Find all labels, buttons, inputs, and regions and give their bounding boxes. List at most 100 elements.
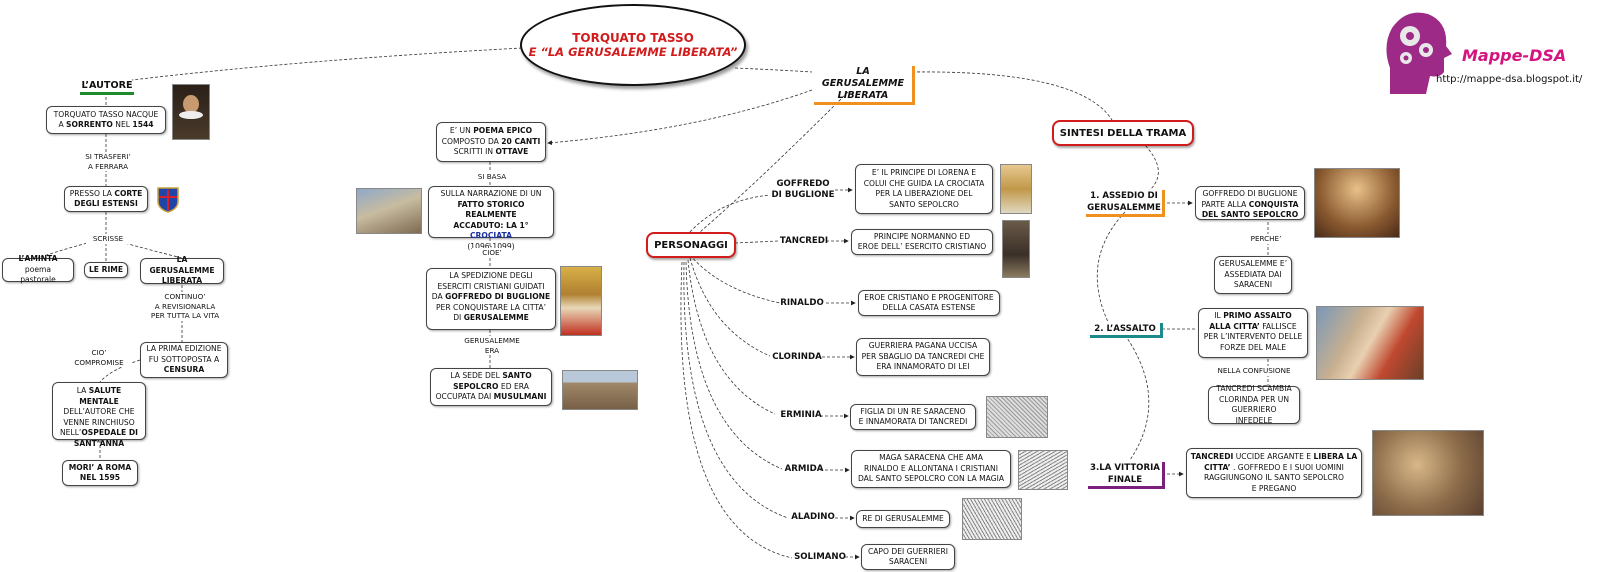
epic-bold-1: POEMA EPICO — [473, 126, 533, 135]
gerus-box: LA GERUSALEMME LIBERATA — [140, 255, 224, 286]
gl-heading: LA GERUSALEMME LIBERATA — [814, 66, 915, 105]
char-tancredi: TANCREDI — [779, 236, 829, 246]
char-rinaldo: RINALDO — [780, 298, 824, 308]
brand-url[interactable]: http://mappe-dsa.blogspot.it/ — [1436, 74, 1583, 85]
goffredo-painting — [560, 266, 602, 336]
birth-city: SORRENTO — [66, 120, 113, 129]
char-solimano: SOLIMANO — [794, 552, 846, 562]
birth-text-3: NEL — [112, 120, 133, 129]
step-1-desc: GOFFREDO DI BUGLIONE PARTE ALLA CONQUIST… — [1195, 186, 1305, 220]
epic-bold-3: OTTAVE — [495, 147, 529, 156]
first-edition-box: LA PRIMA EDIZIONE FU SOTTOPOSTA A CENSUR… — [140, 342, 228, 378]
exp-text-2: PER CONQUISTARE LA CITTA’ DI — [435, 302, 547, 323]
autore-heading: L’AUTORE — [80, 80, 134, 95]
compromised-label: CIO’ COMPROMISE — [66, 348, 132, 367]
story-box: SULLA NARRAZIONE DI UN FATTO STORICO REA… — [428, 186, 554, 251]
wrote-label: SCRISSE — [86, 234, 130, 244]
char-erminia: ERMINIA — [780, 410, 822, 420]
death-text: MORI’ A ROMA NEL 1595 — [68, 462, 132, 483]
birth-text-2: A — [58, 120, 67, 129]
first-edition-text: LA PRIMA EDIZIONE FU SOTTOPOSTA A — [146, 344, 222, 364]
health-bold: SALUTE MENTALE — [79, 386, 122, 406]
court-estensi: DEGLI ESTENSI — [74, 199, 138, 208]
story-crociata: CROCIATA — [469, 231, 513, 240]
aminta-box: L’AMINTA poema pastorale — [2, 254, 74, 284]
seat-text-2: ED ERA OCCUPATA DAI — [435, 381, 529, 402]
birth-box: TORQUATO TASSO NACQUE A SORRENTO NEL 154… — [46, 106, 166, 134]
health-text-1: LA — [76, 386, 89, 395]
court-bold: CORTE — [114, 188, 143, 198]
health-box: LA SALUTE MENTALE DELL’AUTORE CHE VENNE … — [52, 382, 146, 448]
char-rinaldo-desc: EROE CRISTIANO E PROGENITORE DELLA CASAT… — [858, 290, 1000, 316]
exp-text-1: LA SPEDIZIONE DEGLI ESERCITI CRISTIANI G… — [431, 271, 545, 301]
jer-was-label: GERUSALEMME ERA — [456, 336, 528, 355]
death-box: MORI’ A ROMA NEL 1595 — [62, 460, 138, 486]
step-2-desc: IL PRIMO ASSALTO ALLA CITTA’ FALLISCE PE… — [1198, 308, 1308, 358]
gerus-text: LA GERUSALEMME LIBERATA — [149, 255, 215, 286]
epic-bold-2: 20 CANTI — [501, 136, 541, 146]
rime-text: LE RIME — [88, 264, 124, 274]
based-label: SI BASA — [470, 172, 514, 182]
tasso-portrait — [172, 84, 210, 140]
brand-name: Mappe-DSA — [1462, 46, 1567, 65]
step-3-text-1: UCCIDE ARGANTE E — [1233, 452, 1314, 461]
epic-text-2: COMPOSTO DA — [441, 136, 502, 146]
char-aladino: ALADINO — [791, 512, 835, 522]
holy-sepulchre-photo — [562, 370, 638, 410]
epic-box: E’ UN POEMA EPICO COMPOSTO DA 20 CANTI S… — [436, 122, 546, 162]
rime-box: LE RIME — [84, 262, 128, 278]
crusade-battle-image — [356, 188, 422, 234]
brand-logo — [1382, 6, 1452, 96]
court-box: PRESSO LA CORTE DEGLI ESTENSI — [64, 186, 148, 212]
step-2-text-2: FALLISCE PER L’INTERVENTO DELLE FORZE DE… — [1203, 321, 1303, 352]
step-3-tancredi: TANCREDI — [1190, 452, 1234, 461]
health-text-2: DELL’AUTORE CHE VENNE RINCHIUSO NELL’ — [59, 407, 135, 437]
char-erminia-desc: FIGLIA DI UN RE SARACENO E INNAMORATA DI… — [850, 404, 976, 430]
first-edition-censura: CENSURA — [163, 365, 205, 375]
siege-painting — [1314, 168, 1400, 238]
char-solimano-desc: CAPO DEI GUERRIERI SARACENI — [861, 544, 955, 570]
story-dates: (1096-1099) — [467, 241, 515, 251]
seat-musulmani: MUSULMANI — [493, 392, 547, 401]
exp-goffredo: GOFFREDO DI BUGLIONE — [445, 292, 551, 301]
step-2-conf: TANCREDI SCAMBIA CLORINDA PER UN GUERRIE… — [1208, 384, 1300, 425]
title-line1: TORQUATO TASSO — [572, 31, 694, 45]
story-bold: FATTO STORICO REALMENTE ACCADUTO: LA 1° — [453, 199, 529, 230]
char-clorinda-desc: GUERRIERA PAGANA UCCISA PER SBAGLIO DA T… — [856, 338, 990, 376]
step-1-text: GOFFREDO DI BUGLIONE PARTE ALLA — [1201, 189, 1298, 209]
char-goffredo: GOFFREDO DI BUGLIONE — [771, 179, 835, 200]
why-label: PERCHE’ — [1240, 234, 1292, 244]
step-3-text-2: . GOFFREDO E I SUOI UOMINI RAGGIUNGONO I… — [1204, 462, 1344, 493]
birth-year: 1544 — [132, 120, 154, 129]
battle-engraving — [1372, 430, 1484, 516]
step-2-bold: PRIMO ASSALTO ALLA CITTA’ — [1209, 311, 1292, 331]
sintesi-box: SINTESI DELLA TRAMA — [1052, 120, 1194, 146]
step-3-bold: LIBERA LA CITTA’ — [1204, 452, 1358, 472]
char-armida-desc: MAGA SARACENA CHE AMA RINALDO E ALLONTAN… — [851, 450, 1011, 488]
este-coat-of-arms — [157, 187, 179, 213]
confusion-label: NELLA CONFUSIONE — [1212, 366, 1296, 376]
personaggi-box: PERSONAGGI — [646, 232, 736, 258]
moved-label: SI TRASFERI’ A FERRARA — [72, 152, 144, 171]
namely-label: CIOE’ — [472, 248, 512, 258]
step-3-desc: TANCREDI UCCIDE ARGANTE E LIBERA LA CITT… — [1186, 448, 1362, 498]
step-1-bold: CONQUISTA DEL SANTO SEPOLCRO — [1201, 199, 1299, 220]
goffredo-portrait — [1000, 164, 1032, 214]
court-text: PRESSO LA — [69, 188, 115, 198]
health-hospital: OSPEDALE DI SANT’ANNA — [73, 428, 139, 448]
seat-sepolcro: SANTO SEPOLCRO — [453, 371, 532, 391]
aminta-subtitle: poema pastorale — [20, 264, 56, 285]
armida-engraving — [1018, 450, 1068, 490]
step-2-text-1: IL — [1214, 311, 1224, 320]
epic-text-1: E’ UN — [449, 126, 474, 135]
seat-box: LA SEDE DEL SANTO SEPOLCRO ED ERA OCCUPA… — [430, 368, 552, 406]
epic-text-3: SCRITTI IN — [453, 147, 496, 156]
title-ellipse: TORQUATO TASSO E “LA GERUSALEMME LIBERAT… — [520, 4, 746, 86]
birth-text-1: TORQUATO TASSO NACQUE — [53, 109, 159, 119]
expedition-box: LA SPEDIZIONE DEGLI ESERCITI CRISTIANI G… — [426, 268, 556, 330]
tancredi-portrait — [1002, 220, 1030, 278]
exp-gerusalemme: GERUSALEMME — [463, 313, 529, 322]
char-aladino-desc: RE DI GERUSALEMME — [856, 510, 950, 528]
step-3-heading: 3.LA VITTORIA FINALE — [1088, 462, 1165, 489]
